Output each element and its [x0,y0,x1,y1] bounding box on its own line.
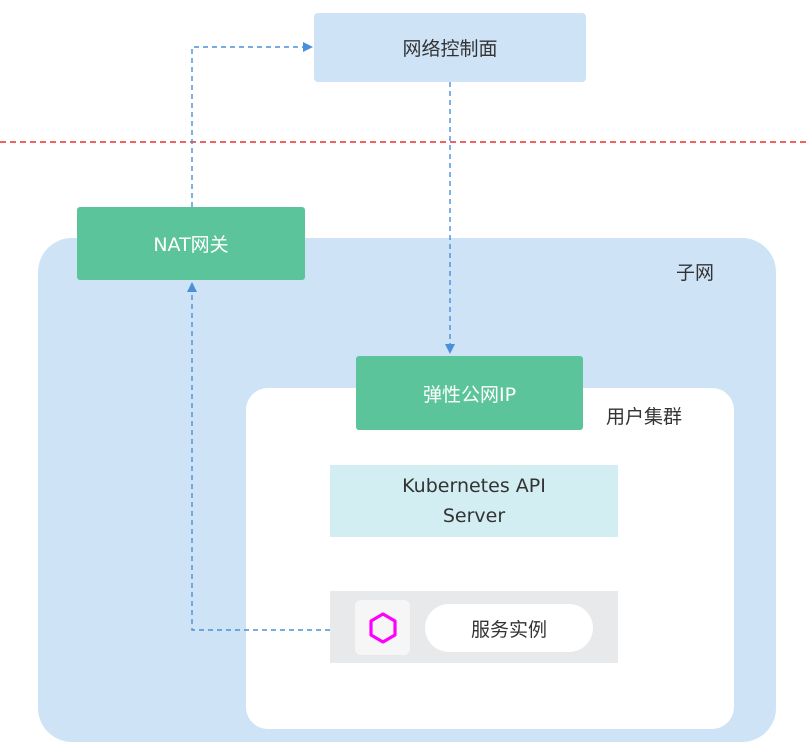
hexagon-icon [368,611,397,644]
elastic-ip-box: 弹性公网IP [356,356,583,430]
nat-gateway-label: NAT网关 [153,234,229,256]
network-control-plane-label: 网络控制面 [402,38,498,60]
user-cluster-label: 用户集群 [606,406,683,428]
kubernetes-api-server-box: Kubernetes API Server [330,465,618,537]
kubernetes-api-server-label-line2: Server [442,505,506,527]
user-cluster-region [246,388,734,729]
nat-to-control-plane-arrow [191,42,313,207]
service-icon-container [355,600,410,655]
nat-gateway-box: NAT网关 [77,207,305,280]
subnet-label: 子网 [676,262,715,284]
service-instance-box: 服务实例 [425,604,593,652]
elastic-ip-label: 弹性公网IP [422,383,517,406]
kubernetes-api-server-label-line1: Kubernetes API [402,475,546,497]
network-control-plane-box: 网络控制面 [314,13,586,82]
service-instance-label: 服务实例 [470,618,547,641]
